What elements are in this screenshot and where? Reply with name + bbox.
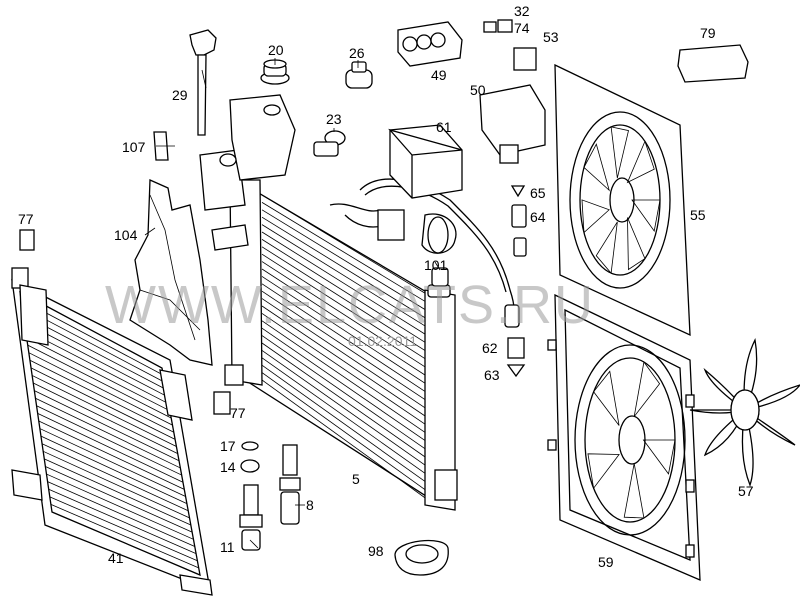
- condenser-part-41: [11, 267, 213, 596]
- plug-part-17: [241, 441, 259, 451]
- callout-63: 63: [484, 367, 500, 383]
- callout-29: 29: [172, 87, 188, 103]
- callout-74: 74: [514, 20, 530, 36]
- callout-64: 64: [530, 209, 546, 225]
- callout-23: 23: [326, 111, 342, 127]
- callout-32: 32: [514, 3, 530, 19]
- watermark-date: 01.02.2011: [348, 333, 417, 349]
- air-duct-part-104: [129, 179, 213, 366]
- clip-part-77b: [213, 391, 231, 415]
- callout-14: 14: [220, 459, 236, 475]
- ring-part-14: [240, 459, 260, 473]
- mount-part-98: [394, 539, 449, 576]
- callout-104: 104: [114, 227, 138, 243]
- callout-79: 79: [700, 25, 716, 41]
- callout-41: 41: [108, 550, 124, 566]
- callout-98: 98: [368, 543, 384, 559]
- relay-box-part-50: [479, 84, 546, 164]
- callout-50: 50: [470, 82, 486, 98]
- callout-55: 55: [690, 207, 706, 223]
- callout-61: 61: [436, 119, 452, 135]
- connector-part-62: [507, 337, 525, 359]
- bracket-part-79: [677, 44, 749, 83]
- callout-77b: 77: [230, 405, 246, 421]
- callout-65: 65: [530, 185, 546, 201]
- clip-part-77a: [19, 229, 35, 251]
- fan-blade-part-57: [689, 337, 800, 487]
- callout-11: 11: [220, 539, 235, 555]
- callout-5: 5: [352, 471, 360, 487]
- sensor-part-29: [189, 29, 217, 136]
- fuse-part-32: [483, 19, 513, 33]
- radiator-part-5: [199, 94, 458, 511]
- leader-lines: [144, 58, 441, 549]
- switch-part-26: [345, 61, 373, 89]
- callout-107: 107: [122, 139, 146, 155]
- callout-53: 53: [543, 29, 559, 45]
- callout-49: 49: [431, 67, 447, 83]
- relay-part-53: [513, 47, 537, 71]
- seal-part-61b: [427, 216, 449, 254]
- callout-8: 8: [306, 497, 314, 513]
- terminal-part-63: [506, 364, 526, 378]
- control-unit-part-61: [388, 124, 463, 199]
- fan-shroud-part-55: [554, 63, 691, 337]
- callout-20: 20: [268, 42, 284, 58]
- callout-57: 57: [738, 483, 754, 499]
- drain-plug-part-8: [279, 444, 301, 525]
- cap-part-20: [260, 59, 290, 85]
- terminal-part-65: [510, 185, 526, 198]
- fan-shroud-part-59: [547, 293, 701, 582]
- callout-62: 62: [482, 340, 498, 356]
- callout-59: 59: [598, 554, 614, 570]
- connector-part-64: [511, 204, 527, 257]
- watermark-text: WWW.ELCATS.RU: [105, 275, 595, 335]
- sensor-part-23: [313, 130, 346, 157]
- callout-26: 26: [349, 45, 365, 61]
- callout-77a: 77: [18, 211, 34, 227]
- connector-part-49: [397, 21, 463, 67]
- callout-17: 17: [220, 438, 236, 454]
- drain-plug-part-11: [239, 484, 263, 551]
- callout-101: 101: [424, 257, 448, 273]
